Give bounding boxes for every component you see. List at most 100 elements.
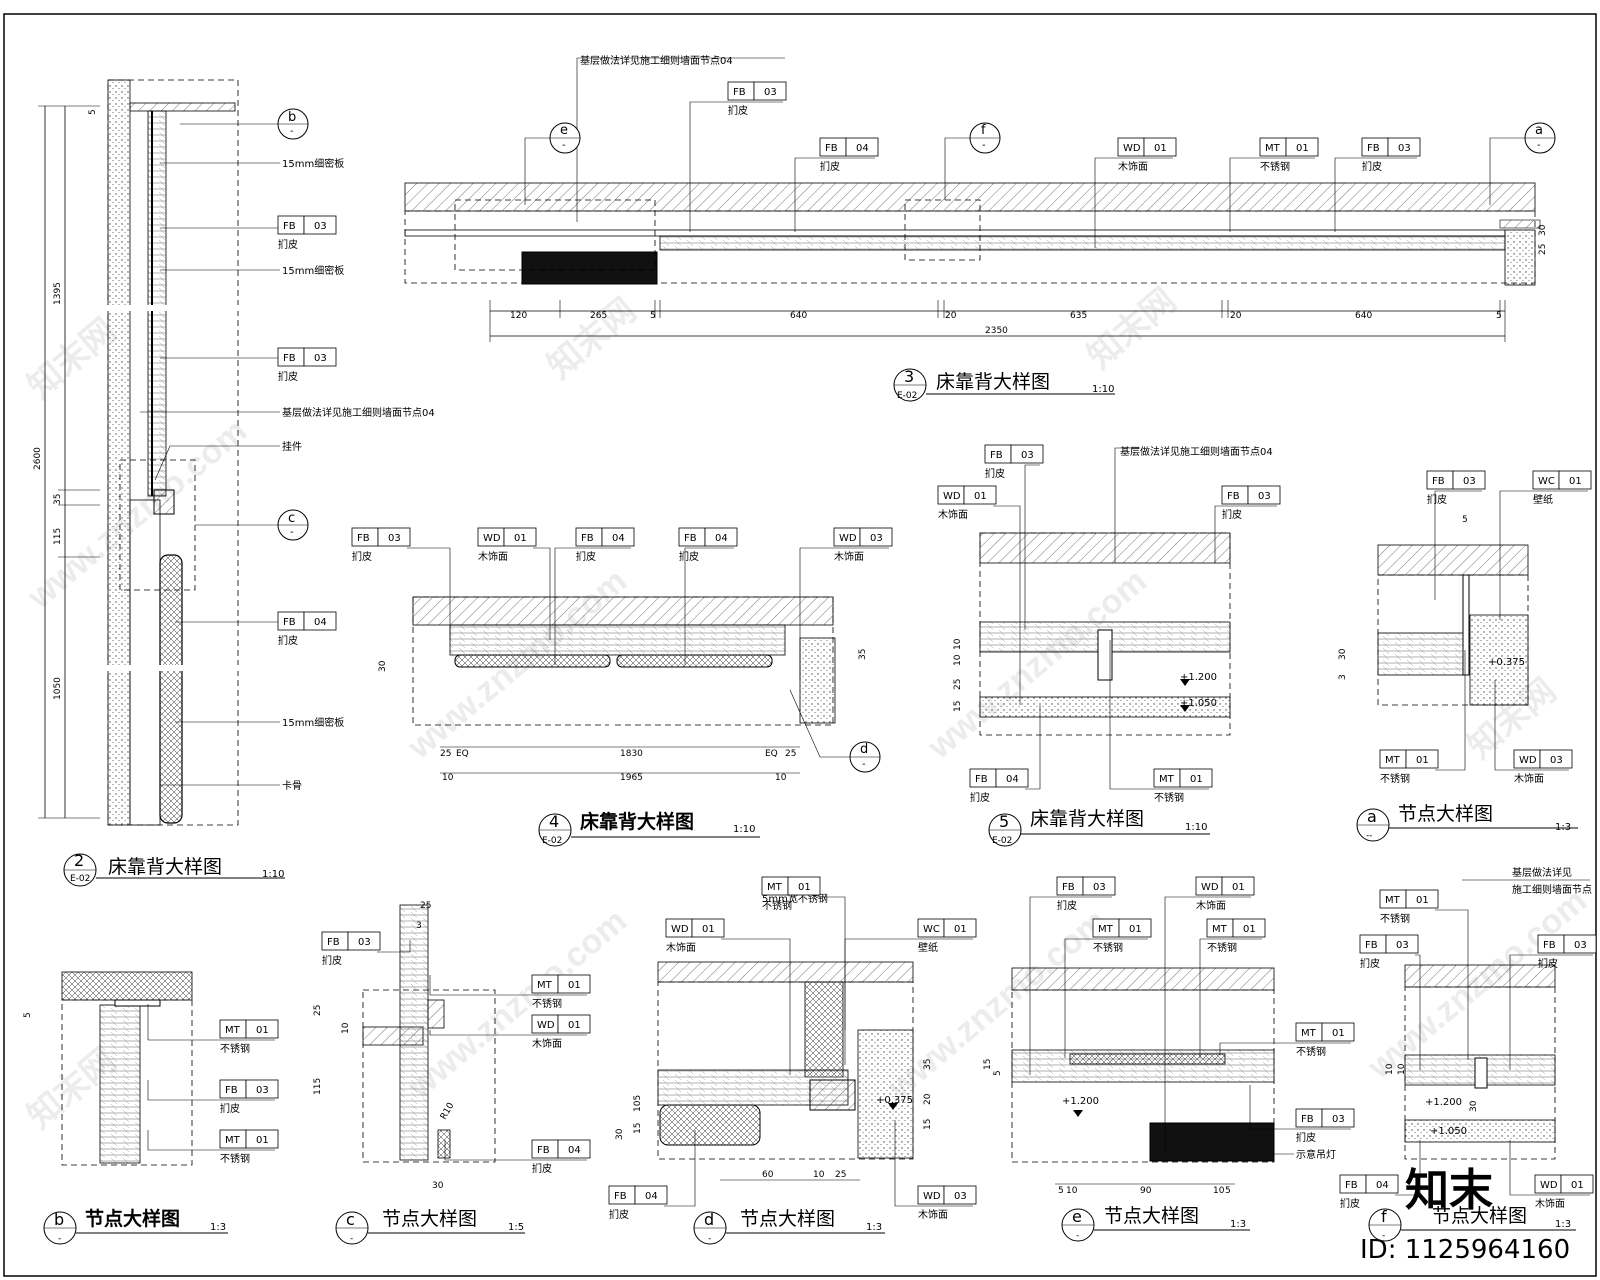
svg-text:木饰面: 木饰面: [1118, 160, 1148, 173]
svg-text:640: 640: [1355, 311, 1372, 321]
svg-text:-: -: [708, 1234, 711, 1244]
svg-text:+1.200: +1.200: [1180, 672, 1217, 683]
svg-text:e: e: [1072, 1207, 1082, 1226]
svg-text:FB: FB: [283, 617, 296, 628]
svg-text:WD: WD: [1519, 755, 1537, 766]
svg-text:15: 15: [983, 1059, 993, 1070]
svg-text:01: 01: [798, 882, 811, 893]
svg-text:03: 03: [1463, 476, 1476, 487]
svg-text:不锈钢: 不锈钢: [532, 997, 562, 1010]
svg-text:1:10: 1:10: [262, 869, 284, 880]
svg-text:120: 120: [510, 311, 527, 321]
svg-text:01: 01: [514, 533, 527, 544]
svg-text:示意吊灯: 示意吊灯: [1296, 1148, 1336, 1161]
svg-text:扪皮: 扪皮: [278, 634, 298, 647]
svg-text:1:3: 1:3: [866, 1222, 882, 1233]
svg-text:FB: FB: [1543, 940, 1556, 951]
svg-text:f: f: [1381, 1207, 1387, 1226]
svg-text:1965: 1965: [620, 773, 643, 783]
svg-text:R10: R10: [439, 1101, 457, 1122]
svg-text:WD: WD: [839, 533, 857, 544]
svg-text:04: 04: [1006, 774, 1019, 785]
svg-text:FB: FB: [1301, 1114, 1314, 1125]
svg-text:FB: FB: [1227, 491, 1240, 502]
svg-text:-: -: [862, 759, 866, 770]
svg-text:+1.200: +1.200: [1425, 1097, 1462, 1108]
svg-text:FB: FB: [990, 450, 1003, 461]
svg-text:115: 115: [313, 1078, 323, 1095]
svg-text:10: 10: [1397, 1063, 1407, 1075]
svg-text:FB: FB: [537, 1145, 550, 1156]
svg-text:木饰面: 木饰面: [1196, 899, 1226, 912]
svg-text:WD: WD: [1201, 882, 1219, 893]
svg-text:扪皮: 扪皮: [1362, 160, 1382, 173]
svg-text:01: 01: [568, 980, 581, 991]
svg-text:-: -: [1382, 1231, 1385, 1241]
svg-text:01: 01: [256, 1135, 269, 1146]
svg-text:5: 5: [1462, 515, 1468, 525]
svg-text:60: 60: [762, 1170, 774, 1180]
svg-text:+0.375: +0.375: [1488, 657, 1525, 668]
watermark-text: 知末网: [541, 291, 644, 386]
svg-text:MT: MT: [767, 882, 783, 893]
svg-text:5: 5: [993, 1070, 1003, 1076]
svg-text:扪皮: 扪皮: [970, 791, 990, 804]
svg-text:20: 20: [1230, 311, 1242, 321]
svg-text:不锈钢: 不锈钢: [1260, 160, 1290, 173]
svg-text:04: 04: [612, 533, 625, 544]
svg-text:WC: WC: [923, 924, 940, 935]
view-title: 节点大样图: [740, 1208, 835, 1230]
svg-text:WD: WD: [1123, 143, 1141, 154]
view-title: 节点大样图: [1398, 803, 1493, 825]
svg-text:MT: MT: [1265, 143, 1281, 154]
svg-text:01: 01: [1232, 882, 1245, 893]
svg-text:2600: 2600: [33, 447, 43, 470]
view-f: +1.200 +1.050 10 10 30 基层做法详见 施工细则墙面节点 M…: [1339, 866, 1597, 1242]
svg-text:4: 4: [549, 812, 559, 831]
svg-text:FB: FB: [1365, 940, 1378, 951]
svg-text:01: 01: [256, 1025, 269, 1036]
svg-text:木饰面: 木饰面: [918, 1208, 948, 1221]
svg-text:WD: WD: [1540, 1180, 1558, 1191]
svg-text:03: 03: [1574, 940, 1587, 951]
svg-text:15: 15: [923, 1119, 933, 1130]
svg-text:扪皮: 扪皮: [278, 370, 298, 383]
svg-text:FB: FB: [614, 1191, 627, 1202]
svg-text:基层做法详见施工细则墙面节点04: 基层做法详见施工细则墙面节点04: [282, 406, 435, 419]
svg-text:30: 30: [615, 1128, 625, 1140]
svg-text:03: 03: [256, 1085, 269, 1096]
svg-text:d: d: [860, 742, 868, 757]
svg-text:+1.050: +1.050: [1430, 1126, 1467, 1137]
svg-text:MT: MT: [225, 1135, 241, 1146]
svg-text:木饰面: 木饰面: [478, 550, 508, 563]
svg-text:扪皮: 扪皮: [820, 160, 840, 173]
svg-text:01: 01: [1154, 143, 1167, 154]
svg-text:扪皮: 扪皮: [1222, 508, 1242, 521]
svg-text:15mm细密板: 15mm细密板: [282, 264, 344, 277]
svg-text:-: -: [58, 1234, 61, 1244]
svg-text:WD: WD: [537, 1020, 555, 1031]
svg-text:MT: MT: [1098, 924, 1114, 935]
svg-text:WD: WD: [943, 491, 961, 502]
svg-text:5: 5: [650, 311, 656, 321]
